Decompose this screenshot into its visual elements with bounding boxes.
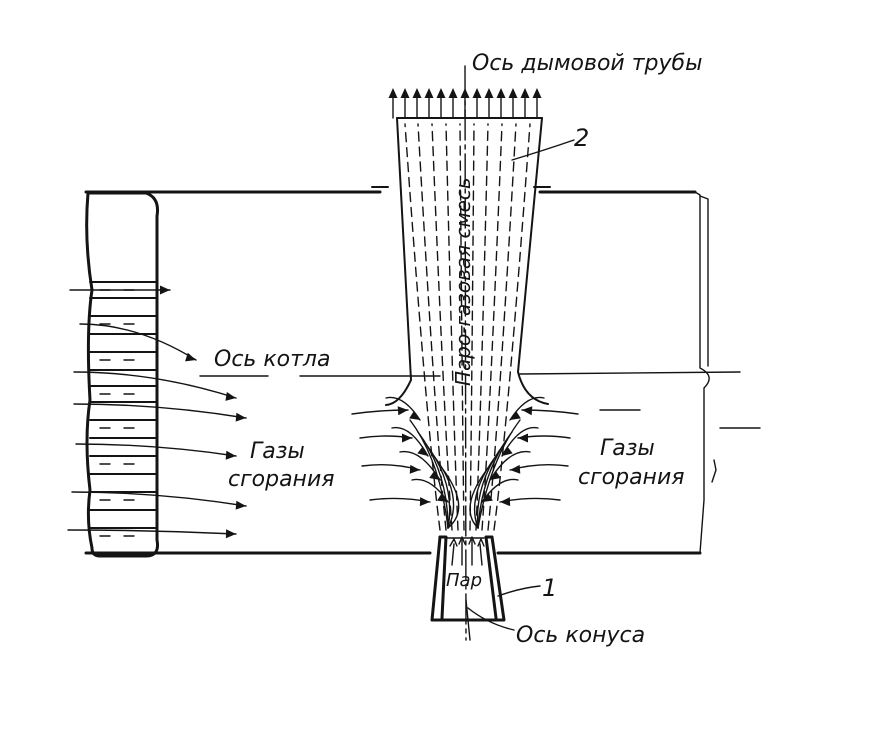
exit-arrow-head bbox=[388, 88, 398, 98]
cone-axis-label: Ось конуса bbox=[516, 623, 645, 648]
entrain-arrow-head bbox=[502, 446, 513, 456]
entrain-arrow-head bbox=[417, 446, 428, 456]
entrain-arrow-head bbox=[397, 406, 408, 416]
exit-arrow-head bbox=[448, 88, 458, 98]
entrain-arrow-head bbox=[409, 410, 420, 420]
exit-arrow-head bbox=[496, 88, 506, 98]
arrow-head bbox=[225, 391, 236, 401]
arrow-head bbox=[225, 450, 236, 460]
gas-flow-line bbox=[67, 529, 237, 535]
boiler-shell bbox=[84, 186, 717, 555]
mixture-label: Паро-газовая смесь bbox=[451, 177, 475, 386]
exit-arrow-head bbox=[532, 88, 542, 98]
entrain-arrow-head bbox=[419, 497, 430, 507]
entrain-curve bbox=[441, 467, 460, 529]
exit-arrow-head bbox=[520, 88, 530, 98]
jet-flow-line bbox=[404, 123, 441, 531]
entrain-curve bbox=[477, 431, 513, 529]
gases-left-label-line1: Газы bbox=[250, 439, 305, 464]
jet-flow-line bbox=[475, 123, 489, 531]
gas-flow-line bbox=[79, 323, 197, 361]
gas-flow-line bbox=[71, 491, 247, 507]
boiler-axis-label: Ось котла bbox=[214, 347, 330, 372]
arrow-head bbox=[235, 412, 246, 422]
exit-arrow-head bbox=[424, 88, 434, 98]
gases-left-label-line2: сгорания bbox=[228, 467, 334, 492]
tube-plate bbox=[85, 191, 159, 558]
exit-arrow-head bbox=[472, 88, 482, 98]
gases-right-label-line2: сгорания bbox=[578, 465, 684, 490]
entrain-arrow-head bbox=[510, 410, 521, 420]
entrain-arrow-head bbox=[409, 464, 420, 474]
gas-flow-line bbox=[73, 371, 237, 399]
jet-flow-line bbox=[481, 123, 503, 531]
exit-arrow-head bbox=[508, 88, 518, 98]
entrain-curve bbox=[417, 431, 449, 529]
jet-flow-line bbox=[487, 123, 517, 531]
entrain-arrow-head bbox=[522, 406, 533, 416]
steam-label: Пар bbox=[446, 570, 482, 591]
entrain-curve bbox=[425, 443, 451, 529]
jet-flow-line bbox=[493, 123, 531, 531]
jet-flow-line bbox=[459, 123, 465, 531]
arrow-head bbox=[185, 352, 196, 362]
entrain-arrow-head bbox=[510, 464, 521, 474]
gas-flow-line bbox=[73, 403, 247, 419]
entrain-arrow-head bbox=[402, 433, 412, 443]
steam-cone bbox=[430, 535, 506, 641]
boiler-axis bbox=[199, 371, 761, 429]
jet-flow-line bbox=[469, 123, 475, 531]
gas-flow-arrows-left bbox=[67, 285, 247, 539]
chimney-axis-label: Ось дымовой трубы bbox=[472, 51, 702, 76]
fire-tube-rows bbox=[89, 281, 158, 537]
entrain-arrow-head bbox=[490, 470, 501, 480]
exit-arrow-head bbox=[400, 88, 410, 98]
entrain-arrow-head bbox=[518, 433, 528, 443]
chimney-axis bbox=[464, 65, 467, 641]
entrained-gas-arrows-left bbox=[351, 396, 460, 529]
exit-arrow-head bbox=[484, 88, 494, 98]
arrow-head bbox=[225, 529, 236, 539]
exit-arrow-head bbox=[436, 88, 446, 98]
entrain-curve bbox=[409, 419, 449, 529]
entrain-arrow-head bbox=[500, 497, 511, 507]
entrain-curve bbox=[433, 455, 455, 529]
arrow-head bbox=[235, 500, 246, 510]
callout-2-label: 2 bbox=[574, 124, 589, 152]
entrain-curve bbox=[477, 419, 521, 529]
leader-lines bbox=[467, 139, 575, 631]
jet-flow-line bbox=[431, 123, 453, 531]
gases-right-label-line1: Газы bbox=[600, 436, 655, 461]
exit-arrow-head bbox=[412, 88, 422, 98]
entrained-gas-arrows-right bbox=[469, 396, 579, 529]
chimney-exit-arrows bbox=[388, 88, 542, 119]
gas-flow-line bbox=[75, 443, 237, 457]
arrow-head bbox=[160, 285, 170, 295]
callout-1-label: 1 bbox=[542, 574, 557, 602]
entrain-curve bbox=[469, 467, 489, 529]
entrain-curve bbox=[473, 455, 497, 529]
entrain-curve bbox=[476, 443, 505, 529]
mixture-jet bbox=[385, 117, 549, 406]
